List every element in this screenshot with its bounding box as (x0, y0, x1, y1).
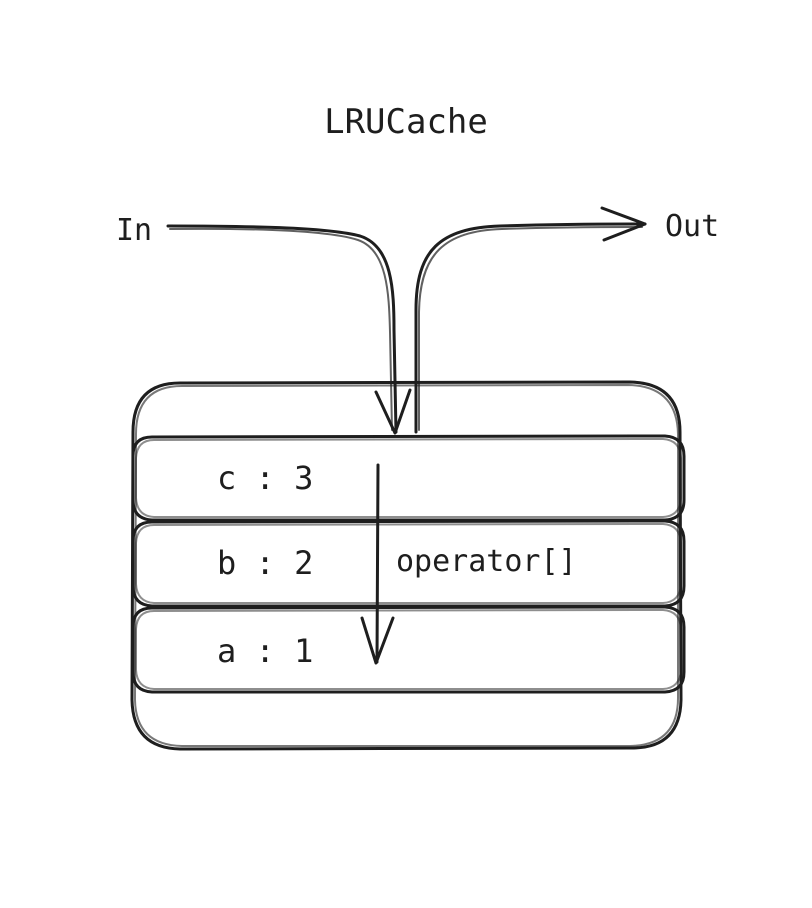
cache-container (130, 380, 683, 751)
entry-text-b: b : 2 (217, 544, 313, 582)
entry-text-c: c : 3 (217, 459, 313, 497)
operator-label: operator[] (396, 544, 577, 579)
in-arrow (166, 224, 412, 435)
operator-access-arrow (360, 463, 395, 665)
out-label: Out (665, 209, 719, 244)
out-arrow (414, 206, 647, 434)
entry-row-a (131, 605, 686, 694)
in-label: In (116, 213, 152, 248)
entry-text-a: a : 1 (217, 632, 313, 670)
diagram-title: LRUCache (324, 102, 488, 142)
entry-row-c (131, 434, 686, 522)
